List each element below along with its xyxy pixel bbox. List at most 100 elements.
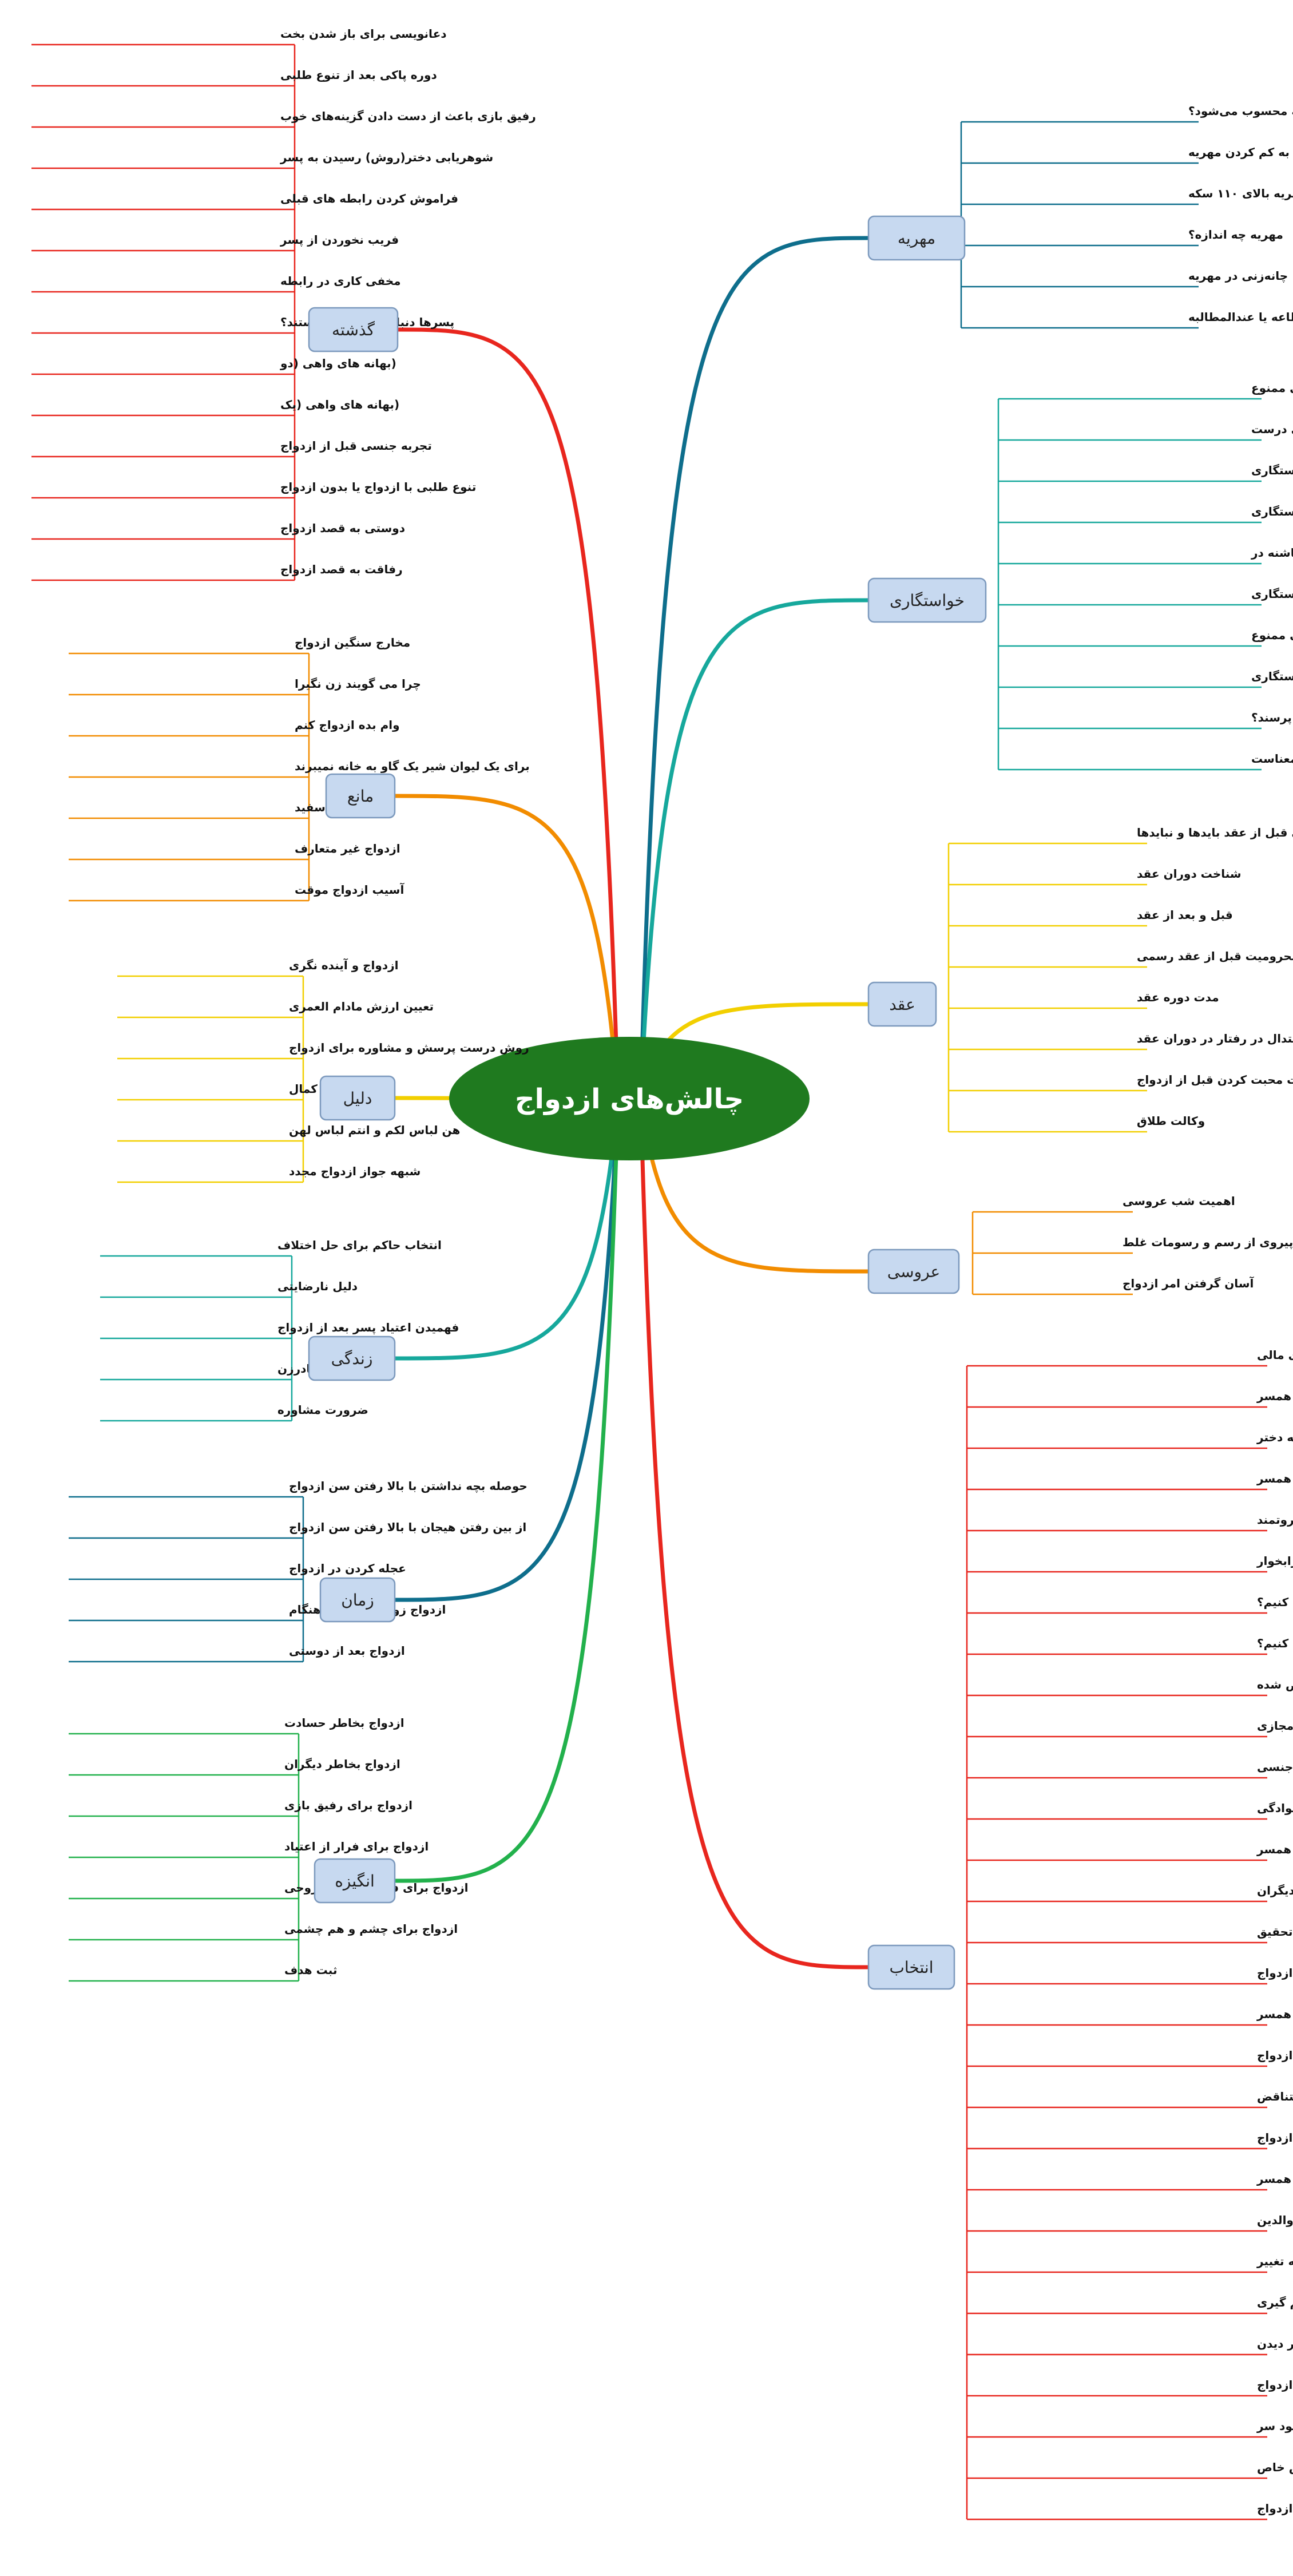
leaf-label[interactable]: ازدواج برای رفیق بازی (284, 1798, 413, 1812)
leaf-label[interactable]: عجله کردن در ازدواج (289, 1562, 406, 1575)
leaf-label[interactable]: کوری مالی (1257, 1348, 1293, 1362)
leaf-label[interactable]: هن لباس لکم و انتم لباس لهن (289, 1123, 460, 1137)
leaf-label[interactable]: سوالات روز خواستگاری (1251, 505, 1293, 518)
leaf-label[interactable]: چانه‌زنی در مهریه (1188, 269, 1288, 283)
branch-left-0[interactable]: دعانویسی برای باز شدن بخت دوره پاکی بعد ا… (31, 27, 536, 581)
leaf-label[interactable]: ازدواج بخاطر دیگران (284, 1757, 400, 1771)
leaf-label[interactable]: وسواس در انتخاب همسر (1256, 2172, 1293, 2186)
leaf-label[interactable]: چانه زنی در جلسه خواستگاری ممنوع (1251, 381, 1293, 395)
leaf-label[interactable]: اهمیت دادن به نقش مادرهمسر و داشتن مشاور… (1257, 2378, 1293, 2392)
leaf-label[interactable]: محرمیت برای بهتر دیدن (1257, 2337, 1293, 2351)
leaf-label[interactable]: رفاقت به قصد ازدواج (280, 562, 403, 576)
leaf-label[interactable]: انتخاب بدون لحاظ کردن جاذبه جنسی (1257, 1760, 1293, 1774)
leaf-label[interactable]: چند شرط کلی برای انتخاب همسر (1256, 1389, 1293, 1404)
leaf-label[interactable]: آشنایی و رسیدن به دختر (1256, 1430, 1293, 1444)
leaf-label[interactable]: رازداری قبل از عقد بایدها و نبایدها (1137, 826, 1293, 839)
leaf-label[interactable]: هزینه پیروی از رسم و رسومات غلط (1123, 1235, 1293, 1250)
leaf-label[interactable]: از چه چیز تحقیق کنیم؟ (1257, 1595, 1293, 1610)
leaf-label[interactable]: عجله در جواب خواستگاری (1251, 587, 1293, 601)
branch-left-4[interactable]: حوصله بچه نداشتن با بالا رفتن سن ازدواجا… (69, 1479, 527, 1663)
leaf-label[interactable]: دلیل نارضایتی (277, 1279, 358, 1293)
leaf-label[interactable]: مدت دوره عقد (1137, 990, 1219, 1004)
leaf-label[interactable]: دوستی به قصد ازدواج (280, 521, 405, 535)
branch-left-5[interactable]: ازدواج بخاطر حسادت ازدواج بخاطر دیگران ازد… (69, 1716, 468, 1982)
leaf-label[interactable]: صداقت به چه معناست (1251, 752, 1293, 766)
leaf-label[interactable]: مهریه بالای ۱۱۰ سکه (1188, 187, 1293, 200)
leaf-label[interactable]: ازدواج با ظاهر عوض شده (1257, 1678, 1293, 1691)
leaf-label[interactable]: شوهریابی دختر(روش) رسیدن به پسر (280, 150, 493, 165)
leaf-label[interactable]: تعیین ارزش مادام العمری (289, 1000, 434, 1013)
leaf-label[interactable]: لشکرکشی در خواستگاری ممنوع (1251, 628, 1293, 642)
leaf-label[interactable]: ازدواج بخاطر حسادت (284, 1716, 404, 1730)
leaf-label[interactable]: تجربه جنسی قبل از ازدواج (280, 439, 432, 453)
leaf-label[interactable]: چرا بعضی ها در خواستگاری چیزی نمی پرسند؟ (1251, 711, 1293, 725)
leaf-label[interactable]: استقلال در تصمیم گیری (1257, 2296, 1293, 2309)
branch-left-1[interactable]: مخارج سنگین ازدواج چرا می گویند زن نگیرا و… (69, 636, 530, 902)
leaf-label[interactable]: تحقیق و نتایج متناقض (1257, 2090, 1293, 2103)
leaf-label[interactable]: وکالت طلاق (1137, 1114, 1205, 1128)
leaf-label[interactable]: ازدواج برای فرار از اعتیاد (284, 1840, 429, 1853)
branch-right-3[interactable]: اهمیت شب عروسی هزینه پیروی از رسم و رسوما… (867, 1194, 1293, 1295)
leaf-label[interactable]: ازدواج با شرابخوار (1256, 1554, 1293, 1568)
leaf-label[interactable]: استخاره برای ازدواج (1257, 2048, 1293, 2062)
leaf-label[interactable]: ازدواج برای چشم و هم چشمی (284, 1922, 458, 1936)
leaf-label[interactable]: شبهه جواز ازدواج مجدد (289, 1164, 421, 1178)
leaf-label[interactable]: راه رسیدن به گزینه خود با وجود مخالفت دی… (1257, 1884, 1293, 1897)
leaf-label[interactable]: اعتدال در رفتار در دوران عقد (1137, 1032, 1293, 1045)
leaf-label[interactable]: ازدواج بعد از دوستی (289, 1644, 405, 1658)
leaf-label[interactable]: شکستن پاشنه در (1251, 546, 1293, 560)
leaf-label[interactable]: ازدواج غیر متعارف (295, 842, 400, 855)
leaf-label[interactable]: چرا می گویند زن نگیرا (295, 677, 421, 691)
branch-right-0[interactable]: آیا هدیه به همسر مهریه محسوب می‌شود؟ قول … (867, 104, 1293, 329)
leaf-label[interactable]: عندالاستطاعه یا عندالمطالبه (1188, 310, 1293, 324)
branch-left-2[interactable]: ازدواج و آینده نگری تعیین ارزش مادام العم… (117, 958, 529, 1183)
leaf-label[interactable]: خودشناسی برای ازدواج (1257, 2502, 1293, 2515)
leaf-label[interactable]: فراموش کردن رابطه های قبلی (280, 192, 458, 205)
leaf-label[interactable]: اهمیت شب عروسی (1123, 1194, 1235, 1208)
leaf-label[interactable]: تنوع طلبی با ازدواج یا بدون ازدواج (280, 480, 476, 494)
leaf-label[interactable]: آسیب ازدواج موقت (295, 882, 404, 897)
leaf-label[interactable]: فریب نخوردن از پسر (280, 233, 399, 247)
leaf-label[interactable]: مخارج سنگین ازدواج (295, 636, 410, 649)
leaf-label[interactable]: ثبت هدف (284, 1963, 337, 1977)
leaf-label[interactable]: معیارهای انتخاب همسر (1256, 2007, 1293, 2021)
leaf-label[interactable]: شناخت دوران عقد (1137, 867, 1242, 881)
leaf-label[interactable]: روش درست پرسش و مشاوره برای ازدواج (289, 1041, 529, 1055)
leaf-label[interactable]: انتخاب حاکم برای حل اختلاف (277, 1238, 442, 1252)
leaf-label[interactable]: قبل و بعد از عقد (1137, 908, 1233, 922)
leaf-label[interactable]: مهریه چه اندازه؟ (1188, 228, 1283, 242)
leaf-label[interactable]: فهمیدن اعتیاد پسر بعد از ازدواج (277, 1321, 459, 1335)
branch-left-3[interactable]: انتخاب حاکم برای حل اختلاف دلیل نارضایتی ف… (100, 1238, 459, 1422)
leaf-label[interactable]: مخفی کاری در رابطه (280, 274, 401, 288)
leaf-label[interactable]: اصرار بر ازدواج با شخص خاص (1257, 2460, 1293, 2474)
leaf-label[interactable]: دعانویسی برای باز شدن بخت (280, 27, 447, 41)
leaf-label[interactable]: مخالفت والدین (1257, 2213, 1293, 2227)
leaf-label[interactable]: تناسب خانوادگی (1257, 1801, 1293, 1815)
leaf-label[interactable]: وام بده ازدواج کنم (295, 718, 400, 732)
leaf-label[interactable]: مهارت محبت کردن قبل از ازدواج (1137, 1073, 1293, 1087)
leaf-label[interactable]: قول دادن به کم کردن مهریه (1188, 145, 1293, 159)
leaf-label[interactable]: (بهانه های واهی (یک (280, 398, 399, 411)
leaf-label[interactable]: ازدواج با دختر ثروتمند (1257, 1513, 1293, 1527)
leaf-label[interactable]: روش‌های تحقیق (1257, 1925, 1293, 1939)
leaf-label[interactable]: آسان گرفتن امر ازدواج (1123, 1276, 1254, 1290)
leaf-label[interactable]: آیا هدیه به همسر مهریه محسوب می‌شود؟ (1188, 104, 1293, 118)
leaf-label[interactable]: اخلاق شرط انتخاب همسر (1256, 1472, 1293, 1485)
central-topic[interactable]: چالش‌های ازدواج (449, 1037, 810, 1160)
branch-right-2[interactable]: رازداری قبل از عقد بایدها و نبایدها شناخت… (867, 826, 1293, 1133)
leaf-label[interactable]: دقت در مادرها قبل از انتخاب همسر (1256, 1842, 1293, 1856)
leaf-label[interactable]: ضرورت مشاوره (277, 1403, 368, 1417)
branch-right-4[interactable]: کوری مالی چند شرط کلی برای انتخاب همسر آشن… (867, 1348, 1293, 2520)
leaf-label[interactable]: روش خواستگاری درست (1251, 422, 1293, 436)
leaf-label[interactable]: برای یک لیوان شیر یک گاو به خانه نمیبرند (295, 759, 530, 773)
leaf-label[interactable]: از چه کسانی تحقیق کنیم؟ (1257, 1636, 1293, 1651)
branch-right-1[interactable]: چانه زنی در جلسه خواستگاری ممنوع روش خواس… (867, 381, 1293, 771)
leaf-label[interactable]: (بهانه های واهی (دو (280, 356, 396, 370)
leaf-label[interactable]: ازدواج و آینده نگری (289, 958, 398, 972)
leaf-label[interactable]: رفیق بازی باعث از دست دادن گزینه‌های خوب (280, 109, 536, 123)
leaf-label[interactable]: دقت قبل و بعد از ازدواج (1257, 2131, 1293, 2145)
leaf-label[interactable]: دوره پاکی بعد از تنوع طلبی (280, 68, 437, 82)
leaf-label[interactable]: محرومیت قبل از عقد رسمی (1137, 949, 1293, 963)
leaf-label[interactable]: ازدواج خود سر (1256, 2419, 1293, 2433)
leaf-label[interactable]: مقایسه کردن در خواستگاری (1251, 669, 1293, 683)
